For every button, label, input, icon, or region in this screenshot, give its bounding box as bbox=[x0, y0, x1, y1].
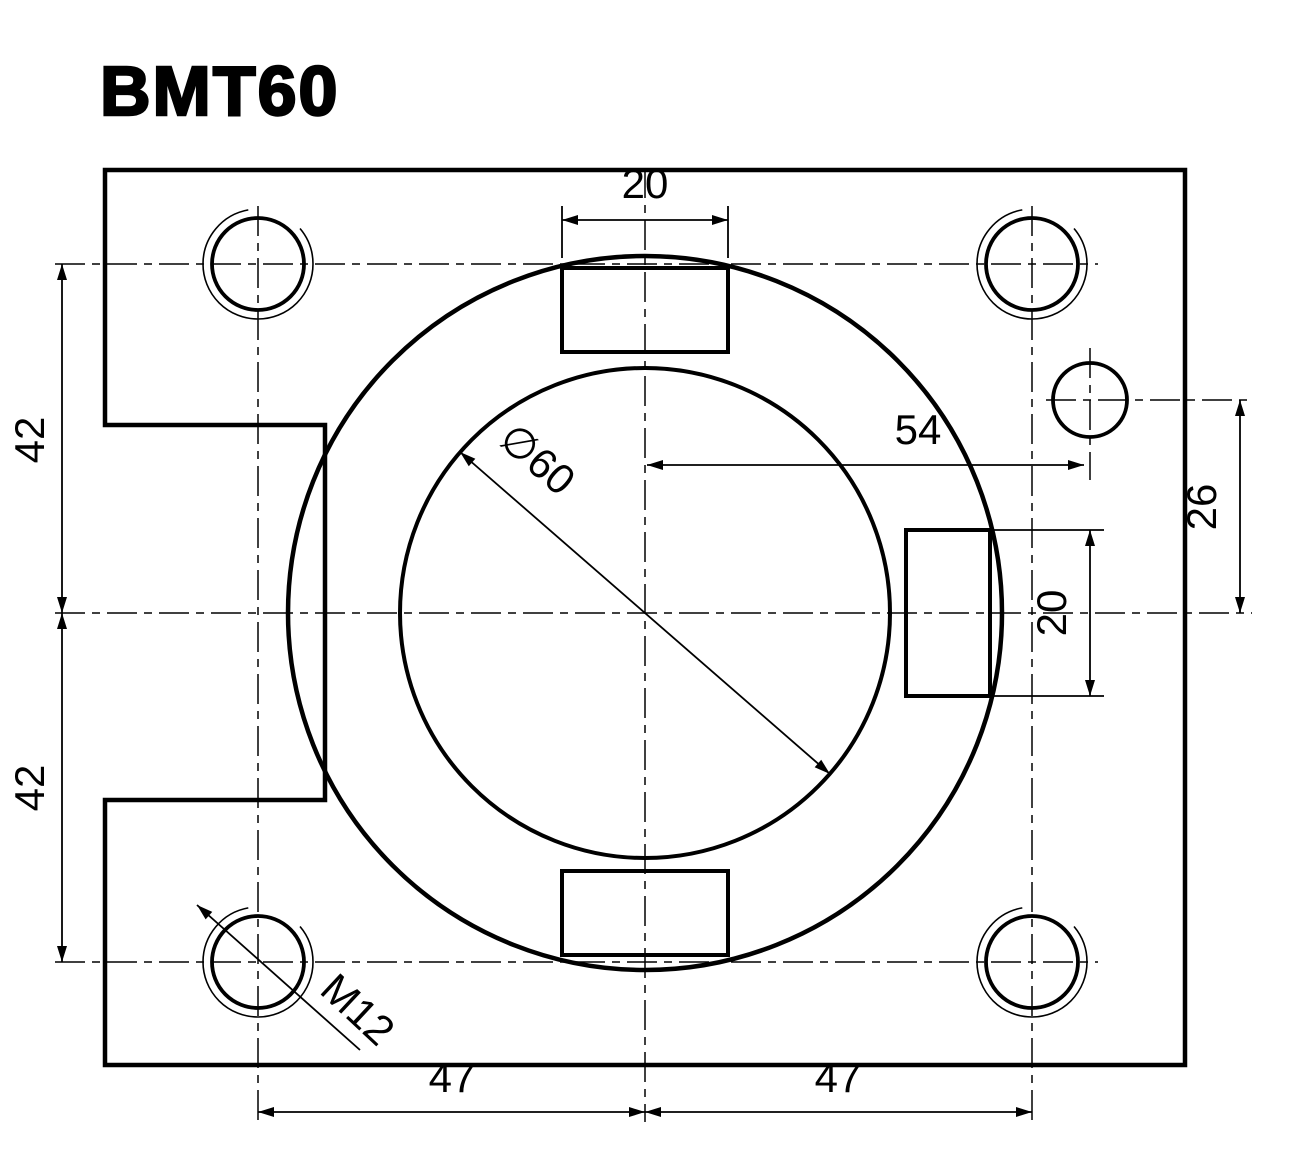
thread-circle bbox=[976, 906, 1088, 1018]
key-slot-top bbox=[560, 266, 730, 354]
dimension-value: 42 bbox=[6, 417, 53, 464]
thread-circle bbox=[202, 208, 314, 320]
leader-line bbox=[196, 904, 361, 1051]
bolt-hole-top-left bbox=[202, 208, 314, 320]
key-slot-bottom bbox=[560, 869, 730, 957]
center-bore-circle bbox=[398, 366, 892, 860]
dim-right-slot-height: 20 bbox=[994, 529, 1104, 697]
dimension-value: 20 bbox=[1028, 590, 1075, 637]
dimension-value: 47 bbox=[815, 1054, 862, 1101]
dim-bolt-spacing-lower: 42 bbox=[6, 613, 67, 962]
dimension-value: 42 bbox=[6, 765, 53, 812]
centerlines bbox=[55, 168, 1252, 1122]
dim-dowel-horizontal-offset: 54 bbox=[647, 406, 1084, 470]
dim-bolt-spacing-upper: 42 bbox=[6, 264, 67, 613]
bolt-hole-top-right bbox=[976, 208, 1088, 320]
bolt-hole-bottom-left bbox=[202, 906, 314, 1018]
hole-circle bbox=[210, 216, 306, 312]
dimension-value: 26 bbox=[1178, 484, 1225, 531]
dim-dowel-vertical-offset: 26 bbox=[1178, 400, 1245, 613]
diameter-line bbox=[459, 451, 831, 775]
bolt-hole-bottom-right bbox=[976, 906, 1088, 1018]
thread-circle bbox=[976, 208, 1088, 320]
plate-outline bbox=[102, 167, 1188, 1068]
part-geometry bbox=[102, 167, 1188, 1068]
key-slot-right bbox=[904, 528, 992, 698]
dimension-value: 54 bbox=[895, 406, 942, 453]
hole-circle bbox=[210, 914, 306, 1010]
bolt-holes bbox=[202, 208, 1129, 1018]
hole-circle bbox=[984, 216, 1080, 312]
dim-top-slot-width: 20 bbox=[561, 160, 729, 258]
hole-circle bbox=[984, 914, 1080, 1010]
dimension-value: 20 bbox=[622, 160, 669, 207]
dim-bolt-spacing-left: 47 bbox=[258, 1054, 645, 1117]
dim-bolt-spacing-right: 47 bbox=[645, 1054, 1032, 1117]
turret-outer-circle bbox=[285, 253, 1005, 973]
dimension-value: 47 bbox=[429, 1054, 476, 1101]
thread-callout-label: M12 bbox=[312, 964, 404, 1054]
dowel-hole bbox=[1051, 361, 1129, 439]
thread-circle bbox=[202, 906, 314, 1018]
drawing-title: BMT60 bbox=[100, 52, 339, 130]
